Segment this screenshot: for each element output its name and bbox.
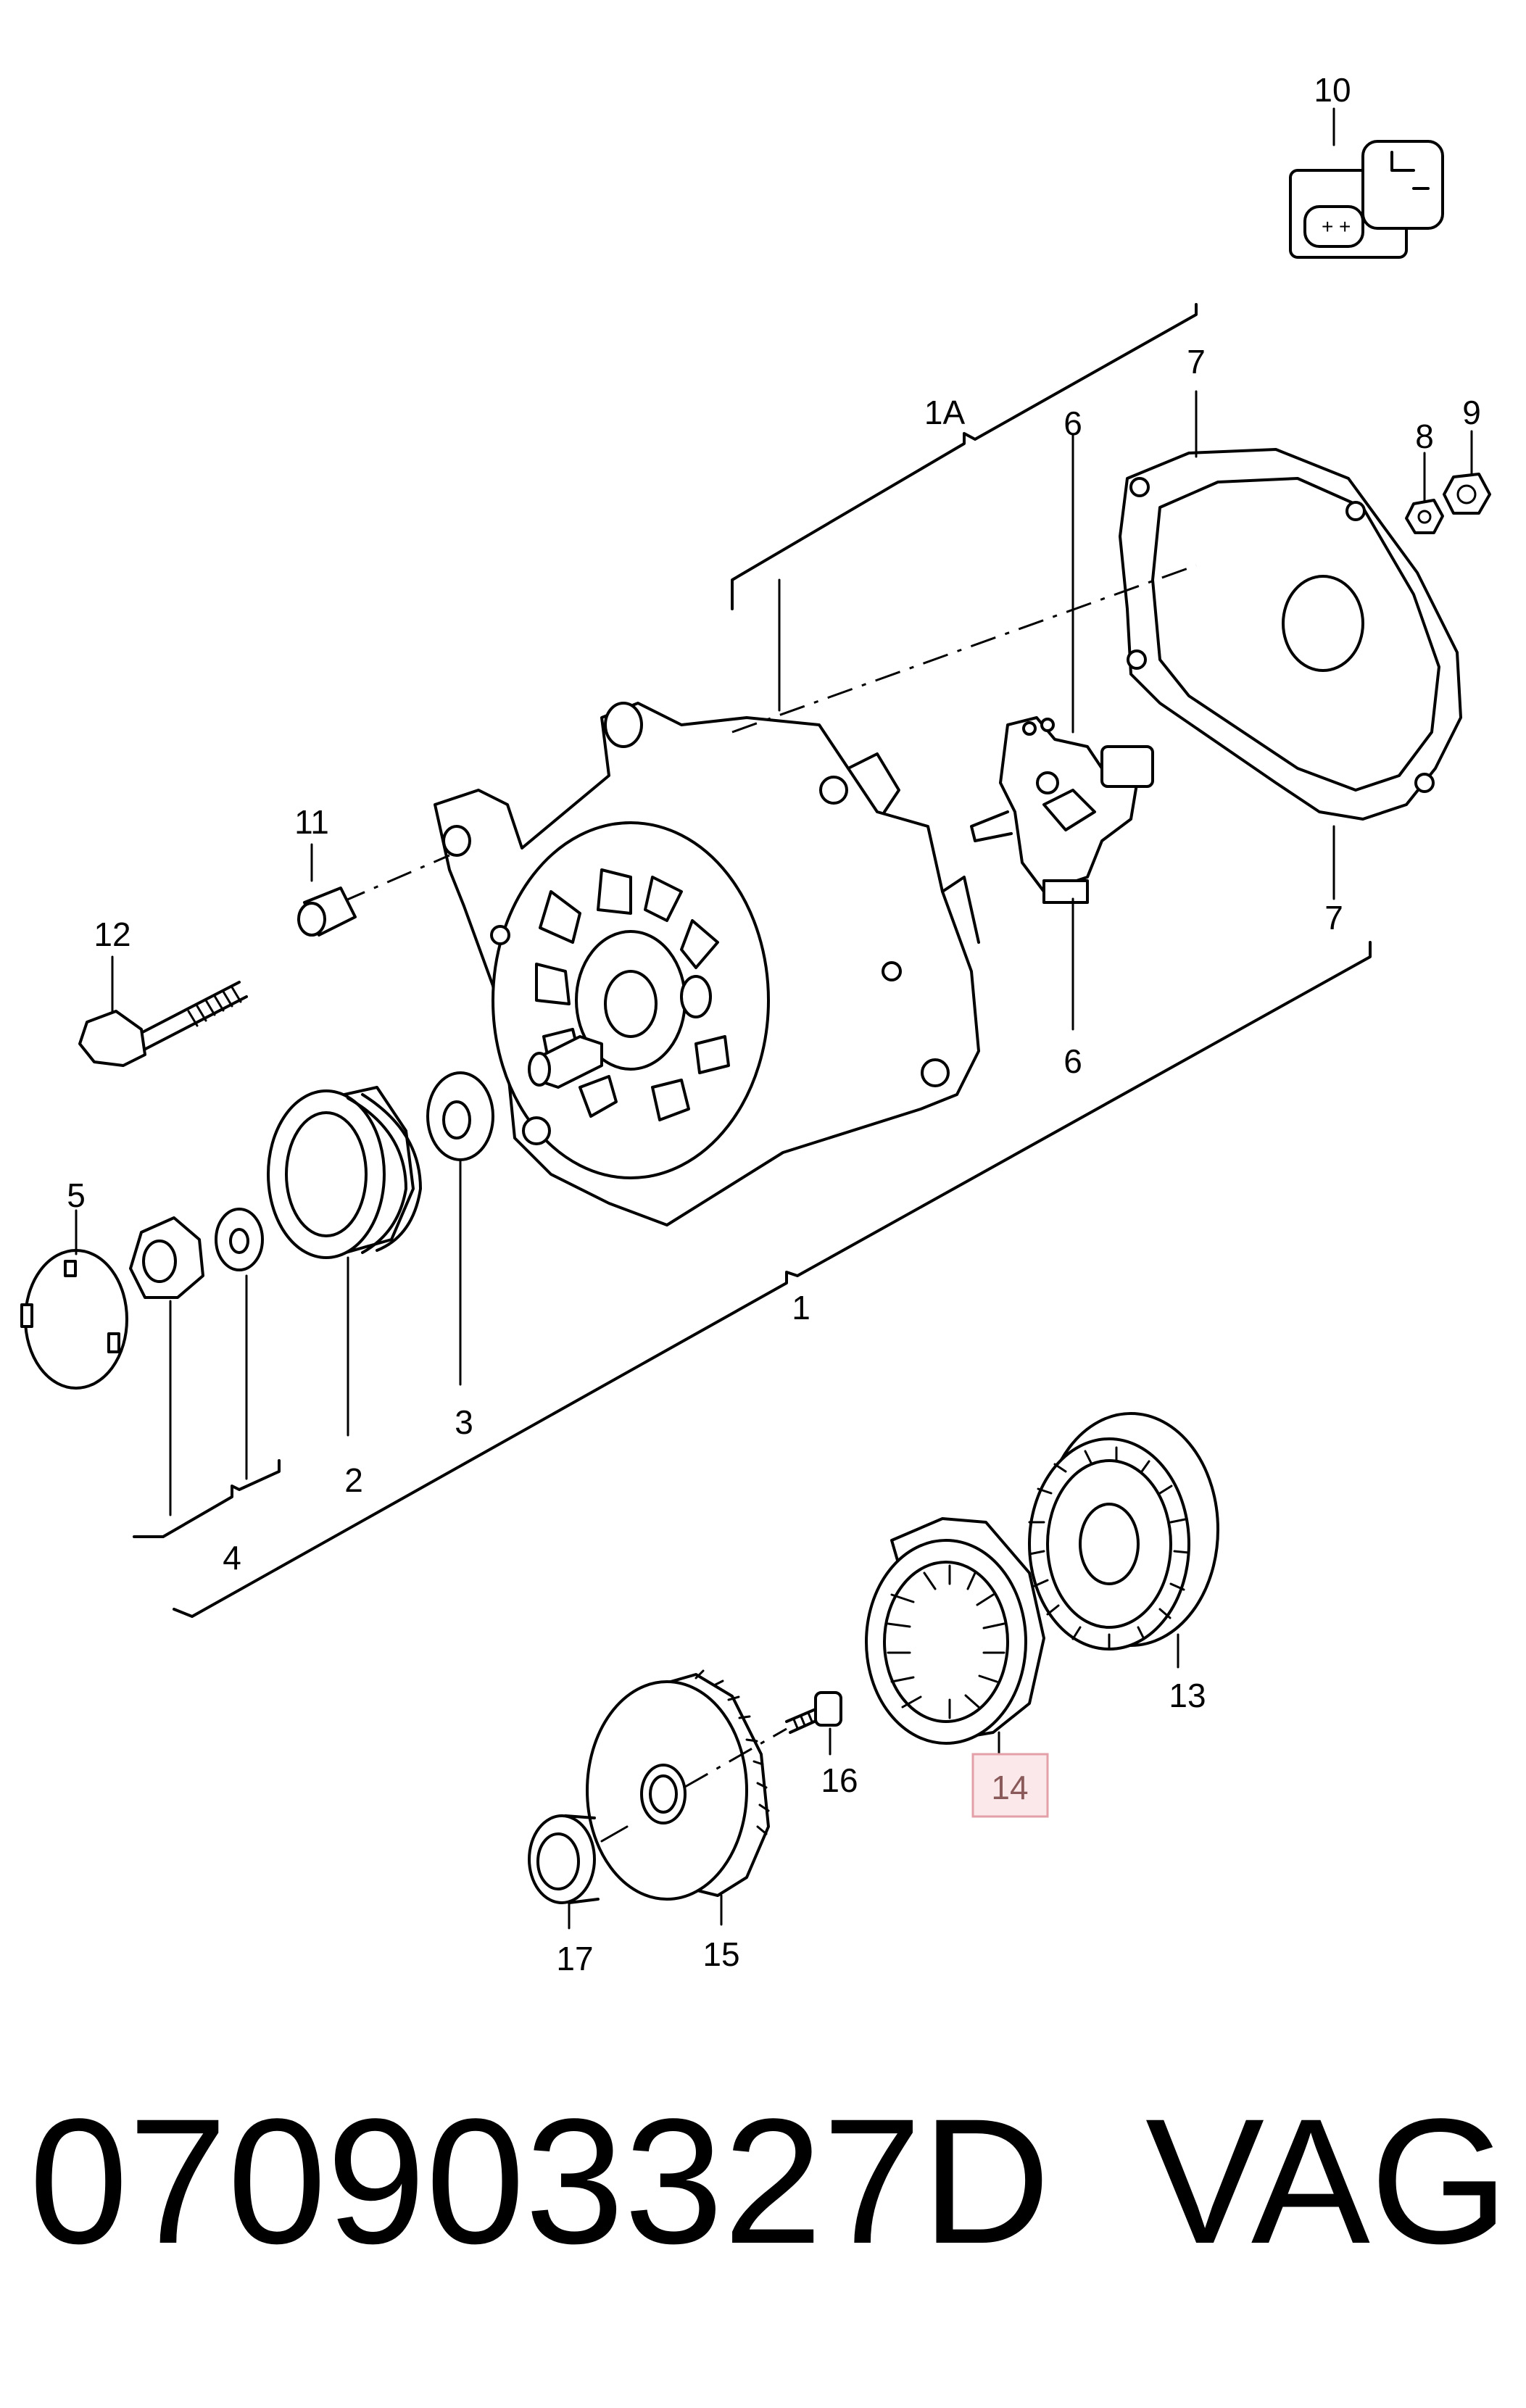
part-2-pulley — [267, 1086, 422, 1259]
label-9: 9 — [1462, 394, 1481, 431]
label-7-bottom: 7 — [1324, 899, 1343, 937]
label-1: 1 — [792, 1289, 810, 1327]
part-9-nut — [1443, 473, 1491, 515]
part-15-drive-disc — [586, 1669, 770, 1901]
brand-name: VAG — [1145, 2082, 1509, 2281]
part-1-alternator-housing — [434, 702, 980, 1226]
svg-text:+: + — [1339, 215, 1351, 238]
part-12-bolt — [78, 981, 248, 1067]
part-16-bolt — [785, 1691, 842, 1734]
label-2: 2 — [344, 1461, 363, 1499]
label-4: 4 — [223, 1539, 241, 1577]
label-6-bottom: 6 — [1063, 1042, 1082, 1080]
label-7-top: 7 — [1187, 343, 1206, 381]
label-3: 3 — [455, 1403, 473, 1441]
part-3-washer — [426, 1071, 494, 1161]
part-13-gear — [1028, 1412, 1219, 1651]
label-6-top: 6 — [1063, 404, 1082, 442]
part-5-cap — [20, 1249, 128, 1390]
label-10: 10 — [1314, 71, 1351, 109]
label-5: 5 — [67, 1176, 86, 1214]
part-11-spacer-sleeve — [297, 887, 357, 937]
part-4-washer — [215, 1208, 264, 1271]
label-12: 12 — [94, 916, 130, 953]
bracket-1 — [173, 941, 1372, 1618]
label-14: 14 — [991, 1769, 1028, 1806]
part-4-nut — [129, 1216, 204, 1299]
label-15: 15 — [702, 1935, 739, 1973]
label-1a: 1A — [924, 394, 966, 431]
part-10-connector: + + — [1289, 140, 1444, 259]
label-11: 11 — [294, 803, 329, 841]
part-6-voltage-regulator — [970, 716, 1154, 904]
label-17: 17 — [556, 1940, 593, 1977]
bracket-1a — [731, 303, 1198, 610]
part-17-seal — [528, 1814, 600, 1904]
highlight-box-14 — [971, 1753, 1049, 1818]
part-number: 070903327D — [29, 2082, 1050, 2281]
label-8: 8 — [1415, 418, 1434, 455]
label-16: 16 — [821, 1761, 858, 1799]
part-8-nut — [1405, 499, 1444, 534]
part-7-rear-cover — [1119, 448, 1462, 821]
alternator-exploded-view: + + — [20, 71, 1491, 1977]
bracket-4 — [133, 1459, 281, 1538]
label-13: 13 — [1169, 1677, 1206, 1714]
svg-text:+: + — [1322, 215, 1333, 238]
part-14-ring-gear — [865, 1517, 1045, 1745]
